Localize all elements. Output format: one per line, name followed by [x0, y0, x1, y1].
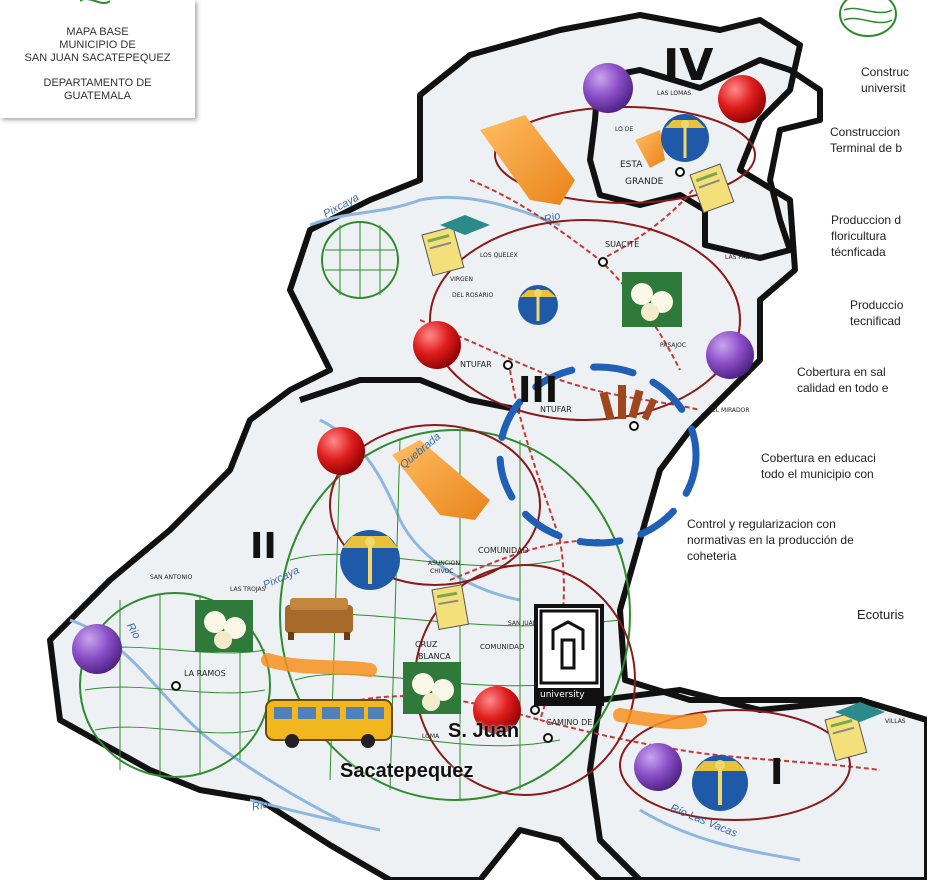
place-label: LOMA — [422, 733, 440, 740]
university-icon — [534, 604, 604, 706]
place-label: SUACITE — [605, 240, 640, 249]
zone-label: I — [770, 752, 784, 793]
place-label: LAS TROJAS — [230, 586, 266, 593]
legend-item: Produccion d floricultura técnficada — [831, 212, 901, 260]
legend-text: normativas en la producción de — [687, 533, 854, 547]
place-label: LA RAMOS — [184, 669, 226, 678]
map-title-card: MAPA BASE MUNICIPIO DE SAN JUAN SACATEPE… — [0, 0, 195, 118]
legend-text: Cobertura en sal — [797, 365, 886, 379]
legend-text: Produccio — [850, 298, 904, 312]
legend-item: Construccion Terminal de b — [830, 124, 902, 156]
orange-field-icon — [392, 115, 665, 520]
place-label: SAN ANTONIO — [150, 574, 193, 581]
place-label: VIRGEN — [450, 276, 473, 283]
title-line-4: DEPARTAMENTO DE — [43, 77, 152, 89]
dev-zones — [329, 106, 851, 821]
legend-text: calidad en todo e — [797, 381, 889, 395]
fireworks-control-zone — [496, 363, 700, 547]
bus-icon — [265, 699, 393, 748]
place-markers — [171, 167, 685, 743]
legend-text: Construc — [861, 65, 910, 79]
place-label: BLANCA — [418, 652, 451, 661]
legend-ecotourism-icon — [839, 0, 897, 37]
legend-text: Terminal de b — [830, 141, 903, 155]
document-icon — [421, 163, 868, 762]
legend-item: Construc universit — [861, 64, 909, 96]
legend-text: Produccion d — [831, 213, 902, 227]
sofa-icon — [285, 598, 353, 640]
place-label: PASAJOC — [660, 342, 687, 349]
title-line-5: GUATEMALA — [63, 90, 132, 102]
flower-icon — [195, 272, 682, 714]
zone-label: IV — [663, 40, 714, 91]
legend-text: tecnificad — [850, 314, 901, 328]
title-line-3: SAN JUAN SACATEPEQUEZ — [24, 52, 171, 64]
place-label: LAS PALMAS — [725, 254, 763, 261]
medical-caduceus-icon — [340, 114, 748, 811]
place-sacatepequez: Sacatepequez — [340, 760, 474, 782]
ecotourism-zones — [79, 221, 631, 801]
zone-label: III — [518, 370, 559, 411]
place-label: COMUNIDAD — [478, 546, 529, 555]
orange-brush-strokes — [261, 653, 707, 730]
legend-text: universit — [861, 81, 906, 95]
logo-icon — [80, 0, 110, 4]
legend-item: Cobertura en educaci todo el municipio c… — [761, 450, 876, 482]
place-label: VILLAS — [885, 718, 906, 725]
legend-text: Construccion — [830, 125, 901, 139]
place-label: LOS QUELEX — [480, 252, 518, 259]
legend-text: técnficada — [831, 245, 886, 259]
legend-text: floricultura — [831, 229, 887, 243]
legend-text: Control y regularizacion con — [687, 517, 836, 531]
title-line-1: MAPA BASE — [66, 26, 129, 38]
place-san-juan: S. Juan — [448, 720, 520, 742]
place-label: ESTA — [620, 160, 643, 170]
place-label: SAN JUAN — [508, 620, 538, 627]
legend-item: Ecoturis — [857, 607, 904, 623]
place-label: GRANDE — [625, 177, 664, 187]
zone-label: II — [250, 526, 277, 567]
red-dot-icon — [317, 75, 766, 734]
place-label: LO DE — [615, 126, 634, 133]
place-label: COMUNIDAD — [480, 643, 525, 651]
legend-item: Produccio tecnificad — [850, 297, 903, 329]
university-label: university — [540, 690, 585, 700]
legend-item: Control y regularizacion con normativas … — [687, 516, 854, 564]
fireworks-icon — [599, 385, 658, 421]
legend-text: coheteria — [687, 549, 737, 563]
title-line-2: MUNICIPIO DE — [59, 39, 136, 51]
place-label: NTUFAR — [460, 360, 492, 369]
place-label: EL MIRADOR — [712, 407, 750, 414]
place-label: LAS LOMAS — [657, 90, 692, 97]
place-label: ASUNCION — [428, 560, 460, 567]
purple-dot-icon — [72, 63, 754, 791]
graduation-cap-icon — [440, 215, 885, 722]
place-label: NTUFAR — [540, 405, 572, 414]
place-label: CAMINO DE — [546, 718, 593, 727]
place-label: CRUZ — [415, 640, 438, 649]
legend-text: Ecoturis — [857, 607, 904, 622]
legend-text: Cobertura en educaci — [761, 451, 876, 465]
legend-item: Cobertura en sal calidad en todo e — [797, 364, 888, 396]
legend-text: todo el municipio con — [761, 467, 874, 481]
place-label: CHIVOC — [430, 568, 454, 575]
municipality-land — [47, 12, 927, 880]
place-label: DEL ROSARIO — [452, 292, 494, 299]
